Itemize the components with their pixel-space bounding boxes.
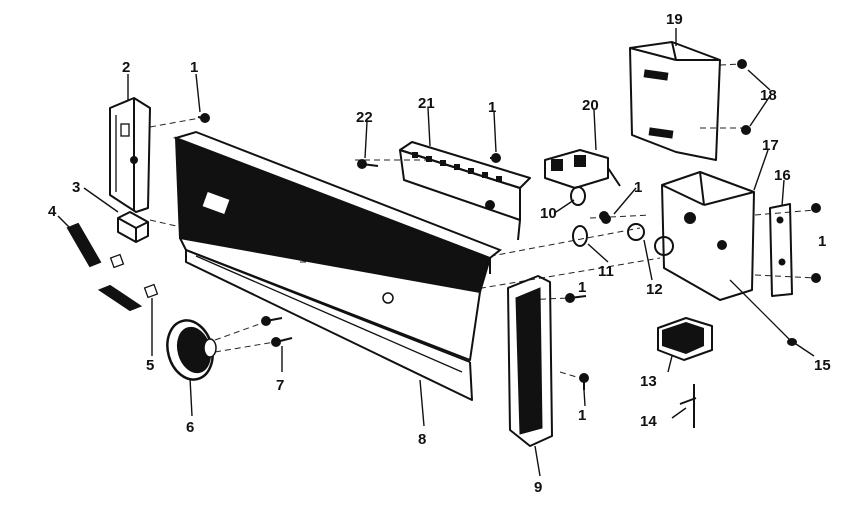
label-part-12: 12 (646, 281, 663, 298)
leader-lines (57, 28, 815, 477)
block-part-13 (657, 317, 713, 361)
dial-knob-part-6 (166, 319, 217, 381)
label-part-6: 6 (186, 419, 194, 436)
label-part-10: 10 (540, 205, 557, 222)
knob-block-part-3 (117, 211, 149, 243)
label-part-19: 19 (666, 11, 683, 28)
label-part-15: 15 (814, 357, 831, 374)
end-bracket-part-2 (109, 97, 151, 213)
label-part-20: 20 (582, 97, 599, 114)
label-part-5: 5 (146, 357, 154, 374)
button-bracket-part-21 (399, 141, 531, 241)
label-part-11: 11 (598, 263, 614, 280)
fittings (570, 186, 674, 256)
label-part-3: 3 (72, 179, 80, 196)
part-labels: 1 2 3 4 5 6 7 8 9 22 21 1 20 19 18 17 16… (48, 11, 831, 496)
label-part-4: 4 (48, 203, 57, 220)
label-part-7: 7 (276, 377, 284, 394)
label-part-16: 16 (774, 167, 791, 184)
label-part-2: 2 (122, 59, 130, 76)
label-part-14: 14 (640, 413, 657, 430)
label-part-22: 22 (356, 109, 373, 126)
label-part-1-top-left: 1 (190, 59, 198, 76)
label-part-18: 18 (760, 87, 777, 104)
cover-plate-part-19 (629, 41, 721, 161)
label-part-1-right: 1 (818, 233, 826, 250)
label-part-1-lower: 1 (578, 407, 586, 424)
label-part-1-mid-right: 1 (578, 279, 586, 296)
label-part-17: 17 (762, 137, 779, 154)
label-part-8: 8 (418, 431, 426, 448)
label-part-13: 13 (640, 373, 657, 390)
switch-strips-part-4 (66, 222, 159, 312)
label-part-21: 21 (418, 95, 435, 112)
label-part-9: 9 (534, 479, 542, 496)
control-panel-part-8 (172, 130, 502, 401)
timer-box-part-17 (661, 171, 797, 346)
side-bracket-part-16 (769, 203, 793, 297)
label-part-1-center: 1 (488, 99, 496, 116)
label-part-1-upper-right: 1 (634, 179, 642, 196)
clip-part-14 (679, 384, 697, 428)
grille-panel-part-9 (507, 275, 553, 447)
screws (197, 59, 821, 390)
switch-assembly-part-20 (544, 149, 621, 189)
